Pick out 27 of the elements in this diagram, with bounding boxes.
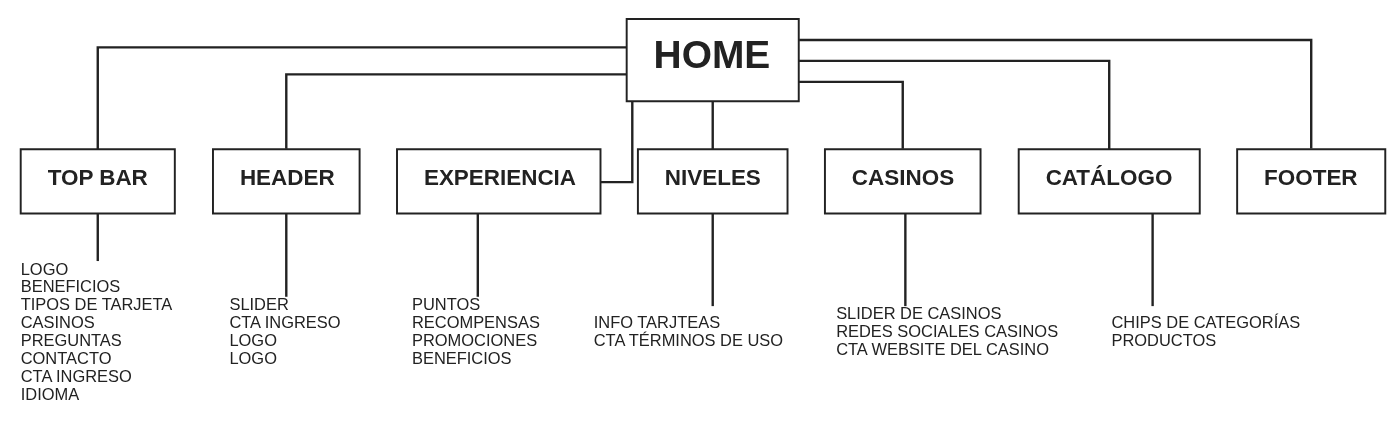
connector: [711, 213, 714, 307]
node-text: SLIDER CTA INGRESO LOGO LOGO: [229, 295, 341, 368]
connector: [476, 213, 479, 297]
node-box: HOME: [625, 18, 800, 103]
node-box: FOOTER: [1236, 148, 1387, 215]
node-text: PUNTOS RECOMPENSAS PROMOCIONES BENEFICIOS: [411, 295, 540, 368]
connector: [798, 59, 1111, 150]
connector: [799, 38, 1313, 149]
node-text: SLIDER DE CASINOS REDES SOCIALES CASINOS CTA WEBSITE DEL CASINO: [836, 304, 1059, 359]
connector: [1151, 213, 1154, 307]
node-box: CASINOS: [823, 148, 982, 215]
connector: [285, 213, 288, 297]
node-text: CHIPS DE CATEGORÍAS PRODUCTOS: [1111, 313, 1301, 350]
node-box: HEADER: [212, 148, 361, 215]
connector: [285, 73, 627, 149]
node-box: EXPERIENCIA: [396, 148, 602, 215]
connector: [904, 213, 907, 307]
connector: [711, 101, 714, 150]
connector: [798, 80, 904, 149]
connector: [96, 213, 99, 262]
node-box: CATÁLOGO: [1017, 148, 1201, 215]
node-box: TOP BAR: [19, 148, 176, 215]
connector: [600, 101, 634, 184]
node-box: NIVELES: [636, 148, 789, 215]
node-text: LOGO BENEFICIOS TIPOS DE TARJETA CASINOS PREGUNTAS CONTACTO CTA INGRESO IDIOMA: [20, 259, 173, 404]
node-text: INFO TARJTEAS CTA TÉRMINOS DE USO: [593, 313, 784, 350]
connector: [96, 46, 627, 149]
